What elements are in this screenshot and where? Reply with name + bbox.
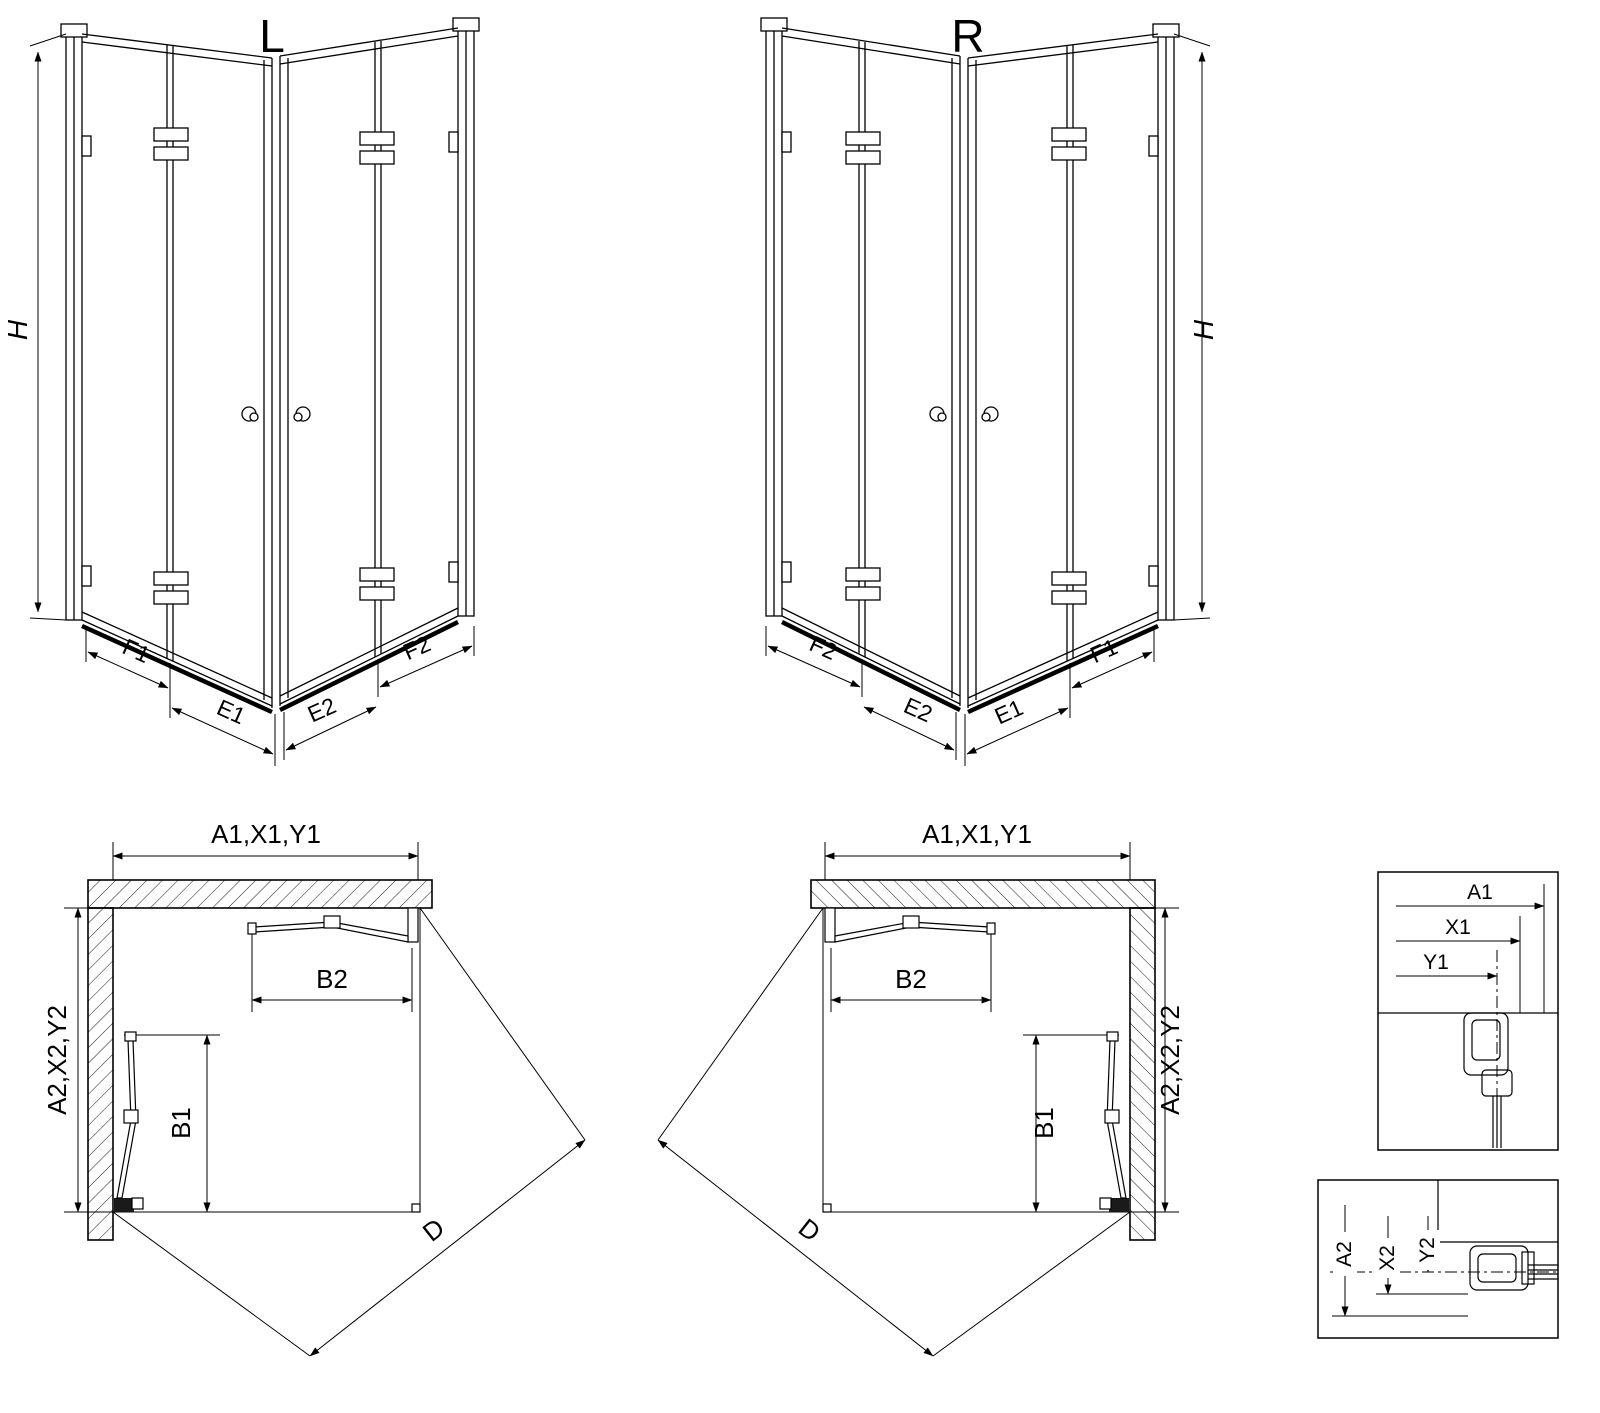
axonometric-view-right-labels: R H F2 E2 E1 F1 (806, 10, 1219, 729)
plan-left-door-side-label: B1 (166, 1107, 196, 1139)
glass-panels (81, 27, 459, 708)
plan-left-door-top-label: B2 (316, 964, 348, 994)
height-label-right: H (1188, 319, 1219, 340)
diagonal-dimension (112, 907, 586, 1357)
plan-left-diagonal-label: D (417, 1212, 450, 1247)
plan-depth-dimension (64, 907, 113, 1213)
bottom-threshold-rails (81, 607, 459, 715)
door-profile-section (1469, 1245, 1558, 1291)
height-label-left: H (2, 319, 33, 340)
detail-a1-label: A1 (1467, 881, 1493, 904)
plan-right-door-side-label: B1 (1029, 1107, 1059, 1139)
plan-right-diagonal-label: D (793, 1212, 826, 1247)
plan-right-door-top-label: B2 (895, 964, 927, 994)
detail-y2-label: Y2 (1416, 1237, 1439, 1263)
enclosure-footprint (113, 908, 421, 1213)
detail-y1-label: Y1 (1423, 951, 1449, 974)
detail-x2-label: X2 (1376, 1245, 1399, 1271)
wall-profile-posts (60, 17, 480, 621)
plan-view-line-work (64, 842, 586, 1357)
door-top-dimension (251, 934, 413, 1012)
detail-x1-label: X1 (1445, 916, 1471, 939)
plan-left-depth-label: A2,X2,Y2 (42, 1005, 72, 1115)
detail-vertical-labels: A2 X2 Y2 (1333, 1237, 1439, 1271)
plan-left-width-label: A1,X1,Y1 (211, 819, 321, 849)
plan-view-line-work-mirrored (658, 842, 1179, 1356)
bifold-door-side (114, 1031, 144, 1212)
plan-width-dimension (112, 842, 419, 880)
plan-right-width-label: A1,X1,Y1 (922, 819, 1032, 849)
plan-view-left-labels: A1,X1,Y1 A2,X2,Y2 B2 B1 D (42, 819, 450, 1248)
detail-vertical-offsets (1317, 1179, 1559, 1339)
view-left-title: L (259, 10, 285, 62)
door-side-dimension (124, 1034, 220, 1213)
wall-profile-section (1463, 1012, 1513, 1148)
detail-horizontal-labels: A1 X1 Y1 (1423, 881, 1493, 974)
detail-a2-label: A2 (1333, 1241, 1356, 1267)
wall-hatching (87, 879, 433, 1241)
width-dimension-lines (85, 626, 475, 766)
plan-right-depth-label: A2,X2,Y2 (1155, 1005, 1185, 1115)
axonometric-line-work (29, 17, 480, 766)
view-right-title: R (951, 10, 984, 62)
door-knobs (241, 406, 311, 422)
height-dimension-lines (29, 33, 67, 621)
bifold-door-top (247, 907, 419, 943)
detail-horizontal-offsets (1377, 871, 1559, 1151)
bifold-hinges (153, 127, 395, 605)
